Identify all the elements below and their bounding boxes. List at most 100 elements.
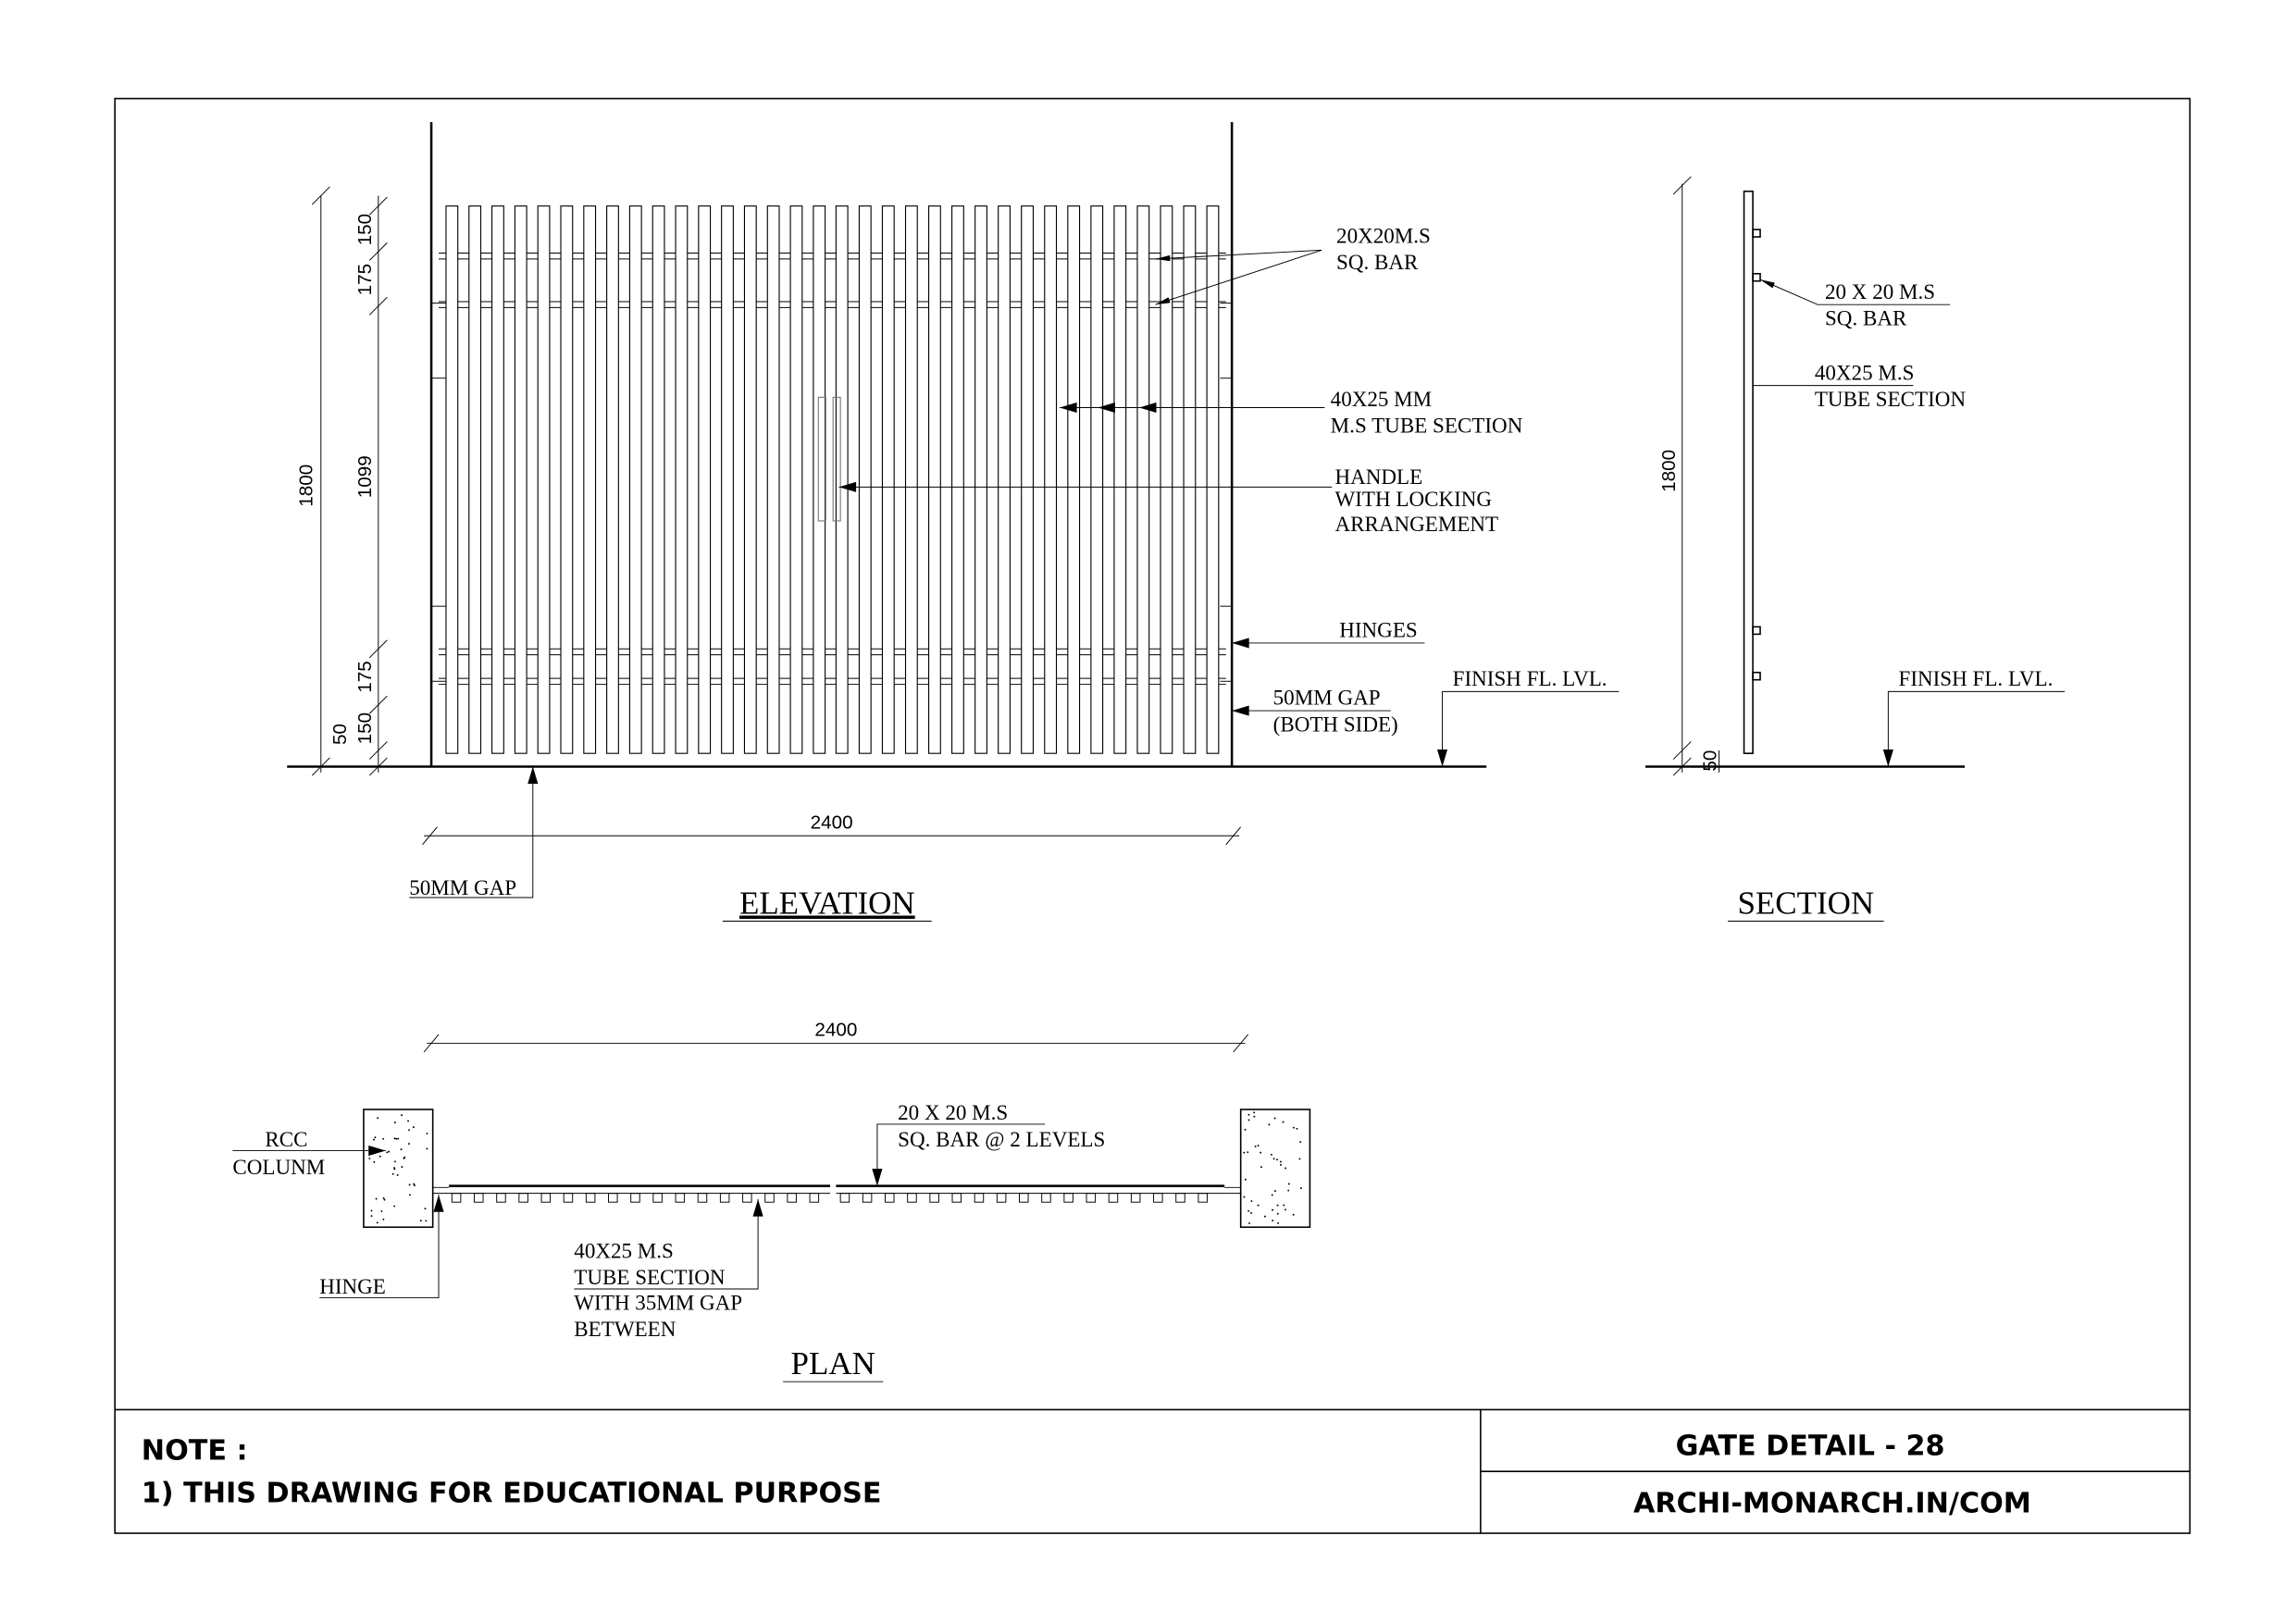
handle-right bbox=[832, 396, 841, 522]
concrete-speckle bbox=[1273, 1190, 1276, 1193]
tube-bar bbox=[1136, 205, 1150, 754]
concrete-speckle bbox=[382, 1218, 385, 1220]
dim-150-top: 150 bbox=[354, 214, 376, 245]
plan-tube bbox=[1019, 1193, 1029, 1203]
tube-bar bbox=[835, 205, 849, 754]
tube-bar bbox=[514, 205, 527, 754]
rcc-column-left bbox=[363, 1109, 434, 1229]
concrete-speckle bbox=[1254, 1145, 1257, 1147]
plan-tube bbox=[697, 1193, 708, 1203]
label-gap-2: (BOTH SIDE) bbox=[1273, 712, 1398, 736]
concrete-speckle bbox=[407, 1120, 410, 1122]
concrete-speckle bbox=[388, 1150, 391, 1153]
concrete-speckle bbox=[1260, 1151, 1262, 1154]
concrete-speckle bbox=[1247, 1119, 1250, 1121]
plan-label-sq-bar: 20 X 20 M.S bbox=[898, 1100, 1008, 1124]
plan-tube bbox=[585, 1193, 596, 1203]
concrete-speckle bbox=[413, 1183, 416, 1185]
concrete-speckle bbox=[379, 1155, 381, 1158]
dim-175-top: 175 bbox=[354, 264, 376, 295]
plan-tube bbox=[885, 1193, 895, 1203]
concrete-speckle bbox=[1298, 1158, 1301, 1160]
concrete-speckle bbox=[409, 1194, 411, 1196]
elevation-view: 1800 150 175 1099 175 150 50 2400 20X20M… bbox=[287, 121, 1620, 922]
concrete-speckle bbox=[1253, 1115, 1256, 1118]
concrete-speckle bbox=[1260, 1166, 1262, 1169]
concrete-speckle bbox=[1272, 1208, 1274, 1211]
concrete-speckle bbox=[377, 1117, 379, 1120]
concrete-speckle bbox=[1247, 1113, 1250, 1116]
concrete-speckle bbox=[368, 1158, 371, 1159]
label-sq-bar: 20X20M.S bbox=[1336, 223, 1431, 247]
concrete-speckle bbox=[1299, 1141, 1302, 1144]
plan-tube bbox=[787, 1193, 797, 1203]
height-dimension bbox=[311, 186, 388, 776]
section-tube bbox=[1743, 190, 1754, 754]
tube-bar bbox=[881, 205, 895, 754]
concrete-speckle bbox=[1243, 1151, 1246, 1154]
section-dim-50: 50 bbox=[1699, 750, 1720, 772]
concrete-speckle bbox=[391, 1172, 394, 1175]
plan-tube bbox=[451, 1193, 462, 1203]
concrete-speckle bbox=[426, 1133, 428, 1135]
concrete-speckle bbox=[375, 1197, 378, 1200]
concrete-speckle bbox=[393, 1160, 396, 1163]
label-handle: HANDLE bbox=[1334, 465, 1422, 489]
label-hinges: HINGES bbox=[1339, 618, 1418, 642]
concrete-speckle bbox=[1285, 1208, 1286, 1211]
concrete-speckle bbox=[1271, 1194, 1273, 1196]
dim-2400: 2400 bbox=[811, 812, 853, 833]
concrete-speckle bbox=[393, 1167, 396, 1170]
concrete-speckle bbox=[386, 1151, 389, 1154]
label-bottom-gap: 50MM GAP bbox=[409, 875, 516, 899]
title-block: NOTE : 1) THIS DRAWING FOR EDUCATIONAL P… bbox=[115, 1408, 2191, 1533]
concrete-speckle bbox=[1247, 1151, 1249, 1154]
concrete-speckle bbox=[376, 1221, 379, 1224]
section-label-sq-bar-2: SQ. BAR bbox=[1825, 305, 1907, 329]
tube-bar bbox=[675, 205, 689, 754]
concrete-speckle bbox=[1276, 1204, 1279, 1207]
tube-bar bbox=[1021, 205, 1035, 754]
concrete-speckle bbox=[425, 1220, 428, 1222]
section-label-sq-bar: 20 X 20 M.S bbox=[1825, 279, 1935, 304]
post-hinge-ticks bbox=[431, 303, 1233, 682]
concrete-speckle bbox=[408, 1183, 411, 1186]
elevation-title: ELEVATION bbox=[739, 886, 915, 922]
plan-tube bbox=[974, 1193, 985, 1203]
concrete-speckle bbox=[1283, 1204, 1285, 1207]
concrete-speckle bbox=[1292, 1126, 1295, 1129]
handle-left bbox=[817, 396, 826, 522]
tube-bar bbox=[1090, 205, 1104, 754]
concrete-speckle bbox=[1247, 1209, 1250, 1212]
drawing-title: GATE DETAIL - 28 bbox=[1676, 1431, 1945, 1463]
concrete-speckle bbox=[412, 1126, 415, 1129]
plan-tube bbox=[1041, 1193, 1051, 1203]
concrete-speckle bbox=[1280, 1163, 1282, 1166]
tube-bar bbox=[537, 205, 551, 754]
tube-bar bbox=[743, 205, 757, 754]
plan-tube bbox=[1130, 1193, 1141, 1203]
label-tube: 40X25 MM bbox=[1331, 387, 1432, 411]
tube-bar bbox=[560, 205, 574, 754]
plan-tube bbox=[839, 1193, 850, 1203]
tube-bar bbox=[445, 205, 459, 754]
plan-tube bbox=[1175, 1193, 1185, 1203]
concrete-speckle bbox=[1257, 1204, 1260, 1207]
tube-bar bbox=[1183, 205, 1197, 754]
plan-tube bbox=[951, 1193, 962, 1203]
plan-label-column: COLUNM bbox=[232, 1155, 325, 1179]
tube-bar bbox=[813, 205, 826, 754]
plan-label-sq-bar-2: SQ. BAR @ 2 LEVELS bbox=[898, 1127, 1105, 1151]
plan-label-hinge: HINGE bbox=[319, 1274, 386, 1298]
concrete-speckle bbox=[1264, 1215, 1266, 1218]
concrete-speckle bbox=[1244, 1178, 1247, 1181]
plan-tube bbox=[996, 1193, 1007, 1203]
plan-tube bbox=[496, 1193, 506, 1203]
concrete-speckle bbox=[1287, 1183, 1290, 1185]
concrete-speckle bbox=[1253, 1111, 1256, 1114]
concrete-speckle bbox=[1250, 1211, 1253, 1214]
concrete-speckle bbox=[1250, 1200, 1253, 1203]
tube-bar bbox=[628, 205, 642, 754]
plan-tube bbox=[630, 1193, 640, 1203]
concrete-speckle bbox=[403, 1156, 406, 1158]
